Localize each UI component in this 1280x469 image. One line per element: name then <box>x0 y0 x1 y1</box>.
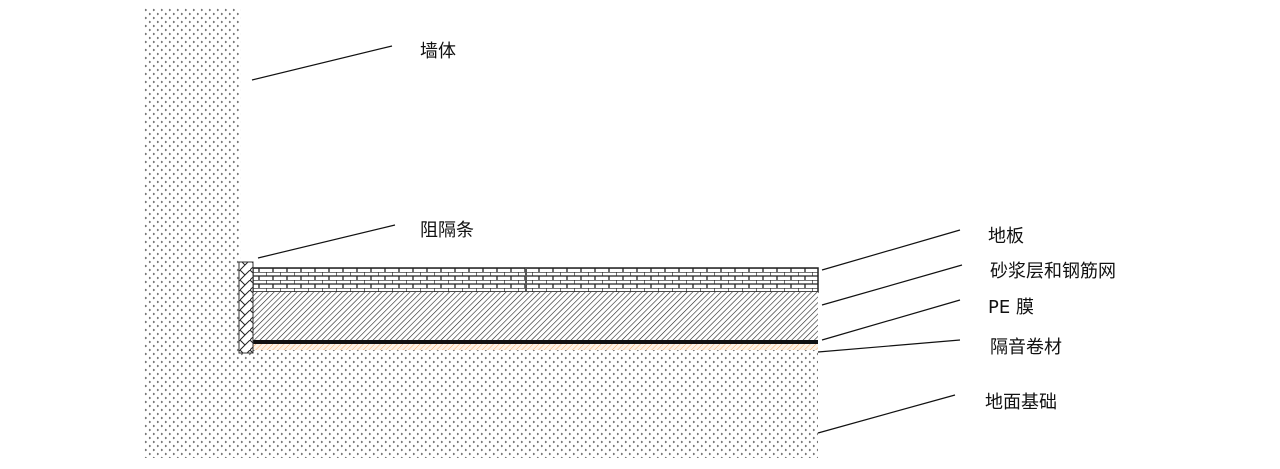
floor-layer <box>252 267 819 293</box>
mortar-layer <box>253 292 818 340</box>
ground-base <box>241 350 818 458</box>
label-ground-base: 地面基础 <box>985 392 1057 413</box>
barrier-strip <box>238 261 254 354</box>
leader-wall <box>251 45 393 81</box>
leader-pe <box>821 299 961 341</box>
leader-floor <box>821 229 961 271</box>
label-acoustic: 隔音卷材 <box>990 337 1062 358</box>
label-pe-film: PE 膜 <box>988 297 1034 318</box>
leader-ground <box>817 394 956 434</box>
label-wall: 墙体 <box>420 41 456 62</box>
wall <box>143 8 241 458</box>
label-mortar: 砂浆层和钢筋网 <box>990 261 1116 282</box>
leader-lines <box>251 45 963 434</box>
leader-barrier <box>257 224 396 259</box>
label-barrier-strip: 阻隔条 <box>420 220 474 241</box>
acoustic-layer <box>253 344 818 350</box>
leader-mortar <box>821 264 963 306</box>
pe-film-layer <box>253 340 818 344</box>
label-floor: 地板 <box>988 226 1024 247</box>
leader-acoustic <box>817 339 961 353</box>
